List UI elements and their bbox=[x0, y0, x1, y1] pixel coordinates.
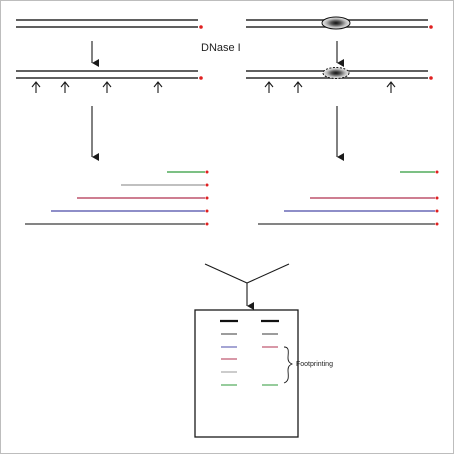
dna-binding-protein bbox=[321, 16, 351, 30]
cut-site-arrows bbox=[264, 81, 396, 93]
end-label-dot bbox=[429, 25, 433, 29]
fragment-set-naked bbox=[25, 170, 209, 226]
footprint-brace bbox=[283, 346, 294, 384]
gel-lane-naked bbox=[220, 319, 238, 386]
cut-arrow bbox=[102, 81, 112, 93]
cut-arrow bbox=[293, 81, 303, 93]
left-panel bbox=[16, 19, 209, 226]
footprint-label: Footprinting bbox=[296, 361, 333, 368]
protected-cleaved-duplex bbox=[246, 67, 433, 93]
gel-lane-protein-bound bbox=[261, 319, 279, 386]
protein-bound-duplex bbox=[246, 16, 433, 30]
cut-arrow bbox=[386, 81, 396, 93]
end-label-dot bbox=[199, 25, 203, 29]
cut-arrow bbox=[60, 81, 70, 93]
right-panel bbox=[246, 16, 439, 226]
bound-protein-footprint bbox=[322, 67, 350, 79]
cut-arrow bbox=[264, 81, 274, 93]
gel-outline bbox=[194, 309, 299, 438]
cut-arrow bbox=[153, 81, 163, 93]
enzyme-label: DNase I bbox=[201, 42, 241, 54]
end-label-dot bbox=[199, 76, 203, 80]
fragment-set-protected bbox=[258, 170, 439, 226]
naked-dna-duplex bbox=[16, 19, 203, 29]
cleaved-dna-duplex bbox=[16, 70, 203, 93]
end-label-dot bbox=[429, 76, 433, 80]
cut-arrow bbox=[31, 81, 41, 93]
gel: Footprinting bbox=[194, 309, 333, 438]
merge-connector bbox=[204, 263, 290, 310]
cut-site-arrows bbox=[31, 81, 163, 93]
